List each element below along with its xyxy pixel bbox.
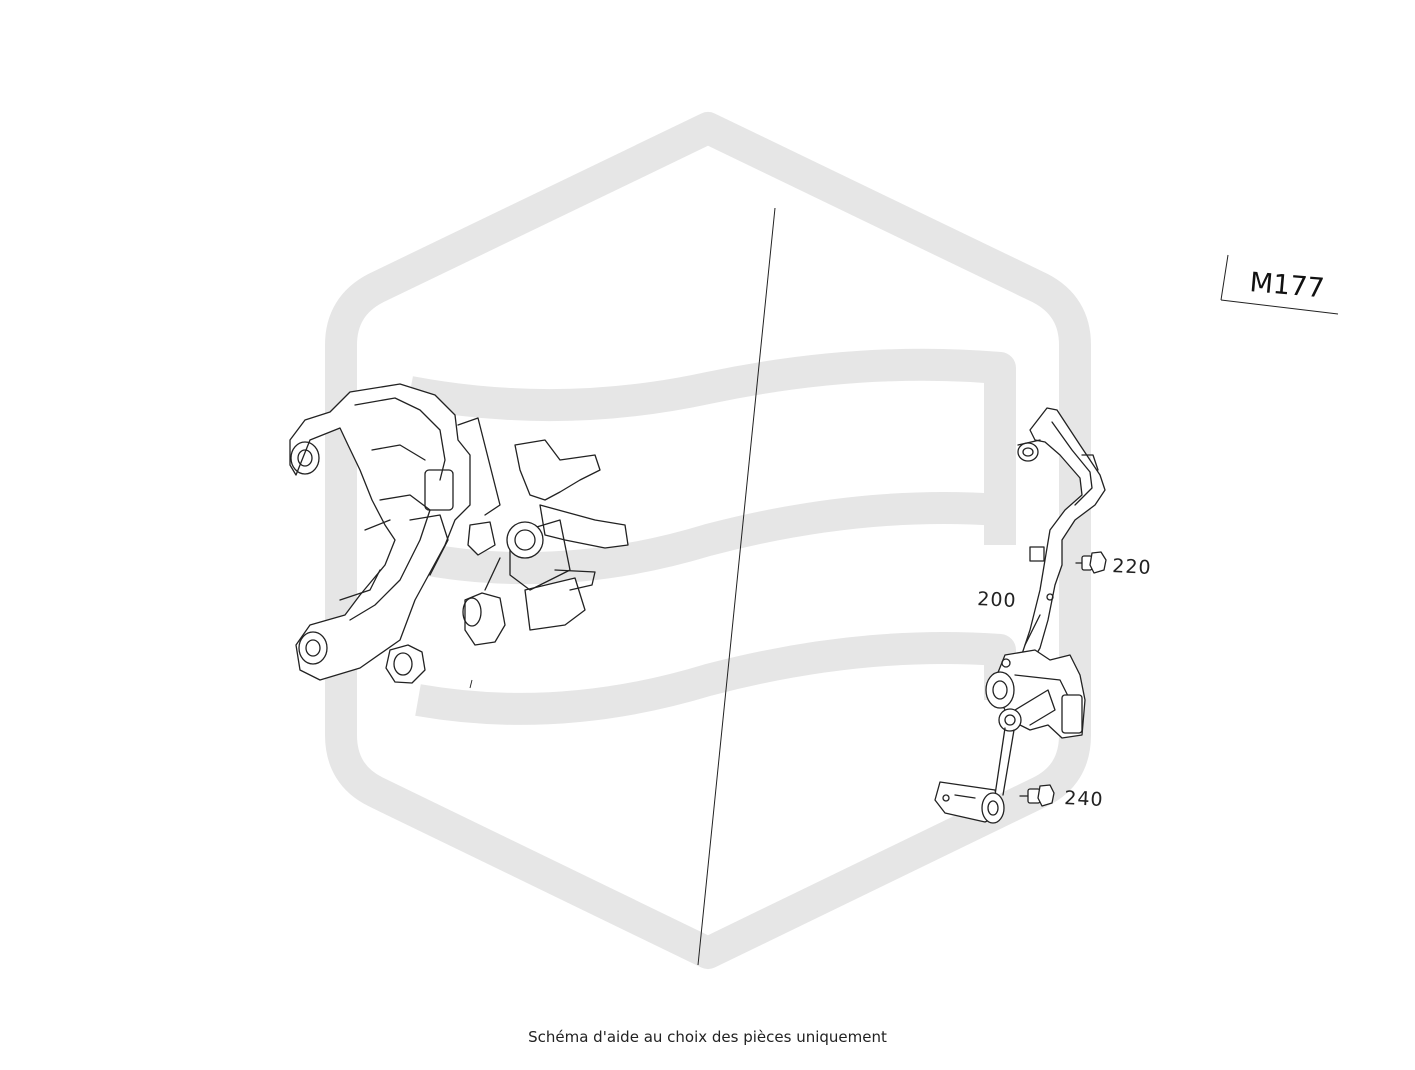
divider-line: [697, 207, 776, 966]
right-assembly-drawing: [934, 407, 1107, 824]
watermark-wave-3: [415, 632, 1016, 725]
callout-label-240: 240: [1064, 787, 1104, 811]
watermark-wave-2: [415, 492, 1002, 585]
model-code-marker: M177: [1220, 254, 1339, 315]
bolt-240: [1019, 784, 1055, 807]
callout-label-200: 200: [977, 588, 1017, 612]
callout-label-220: 220: [1112, 555, 1152, 579]
left-nut: [385, 644, 426, 684]
watermark-logo: [325, 112, 1091, 969]
watermark-wave-1: [407, 348, 1016, 545]
model-code-label: M177: [1248, 267, 1325, 304]
diagram-caption: Schéma d'aide au choix des pièces unique…: [528, 1028, 887, 1046]
left-assembly-drawing: [289, 383, 629, 689]
bolt-220: [1075, 551, 1107, 574]
